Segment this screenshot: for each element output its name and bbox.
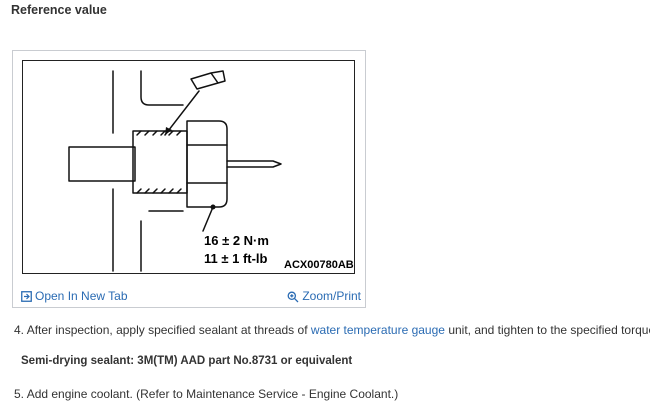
open-in-new-tab-icon: [21, 291, 32, 303]
torque-value-nm: 16 ± 2 N·m: [204, 233, 269, 248]
figure-code: ACX00780AB: [284, 259, 354, 271]
figure-card: 16 ± 2 N·m 11 ± 1 ft-lb ACX00780AB Open …: [12, 50, 366, 308]
housing-right-lower-line: [140, 210, 184, 272]
terminal-pin: [226, 160, 282, 168]
torque-value-ftlb: 11 ± 1 ft-lb: [204, 251, 268, 266]
step-4-text-before: After inspection, apply specified sealan…: [26, 323, 308, 337]
water-temperature-gauge-link[interactable]: water temperature gauge: [310, 323, 445, 337]
step-5-text: Add engine coolant. (Refer to Maintenanc…: [26, 387, 399, 401]
thread-lines: [136, 130, 182, 194]
open-in-new-tab-link[interactable]: Open In New Tab: [21, 289, 128, 303]
zoom-print-label: Zoom/Print: [302, 289, 361, 303]
open-in-new-tab-label: Open In New Tab: [35, 289, 128, 303]
housing-right-line: [140, 70, 184, 106]
step-5: 5. Add engine coolant. (Refer to Mainten…: [14, 387, 398, 401]
step-4-text-after: unit, and tighten to the specified torqu…: [448, 323, 650, 337]
hex-nut-face: [186, 144, 228, 184]
figure-card-links: Open In New Tab Zoom/Print: [13, 287, 365, 307]
sealant-specification: Semi-drying sealant: 3M(TM) AAD part No.…: [21, 355, 353, 367]
torque-leader-line: [202, 206, 214, 232]
temperature-gauge-unit-drawing: [68, 70, 282, 272]
magnifier-zoom-icon: [287, 291, 299, 303]
zoom-print-link[interactable]: Zoom/Print: [287, 289, 361, 303]
hex-nut: [186, 120, 228, 208]
reference-value-heading: Reference value: [11, 3, 107, 17]
sealant-arrow: [165, 127, 172, 135]
step-4: 4. After inspection, apply specified sea…: [14, 323, 650, 337]
sensor-shaft: [68, 146, 136, 182]
step-5-number: 5.: [14, 387, 25, 401]
sealant-leader-line: [164, 90, 200, 136]
threaded-body: [132, 130, 188, 194]
figure-illustration: 16 ± 2 N·m 11 ± 1 ft-lb ACX00780AB: [22, 60, 355, 274]
torque-pointer-dot: [210, 204, 216, 210]
sealant-tube-icon: [190, 70, 226, 90]
step-4-number: 4.: [14, 323, 25, 337]
